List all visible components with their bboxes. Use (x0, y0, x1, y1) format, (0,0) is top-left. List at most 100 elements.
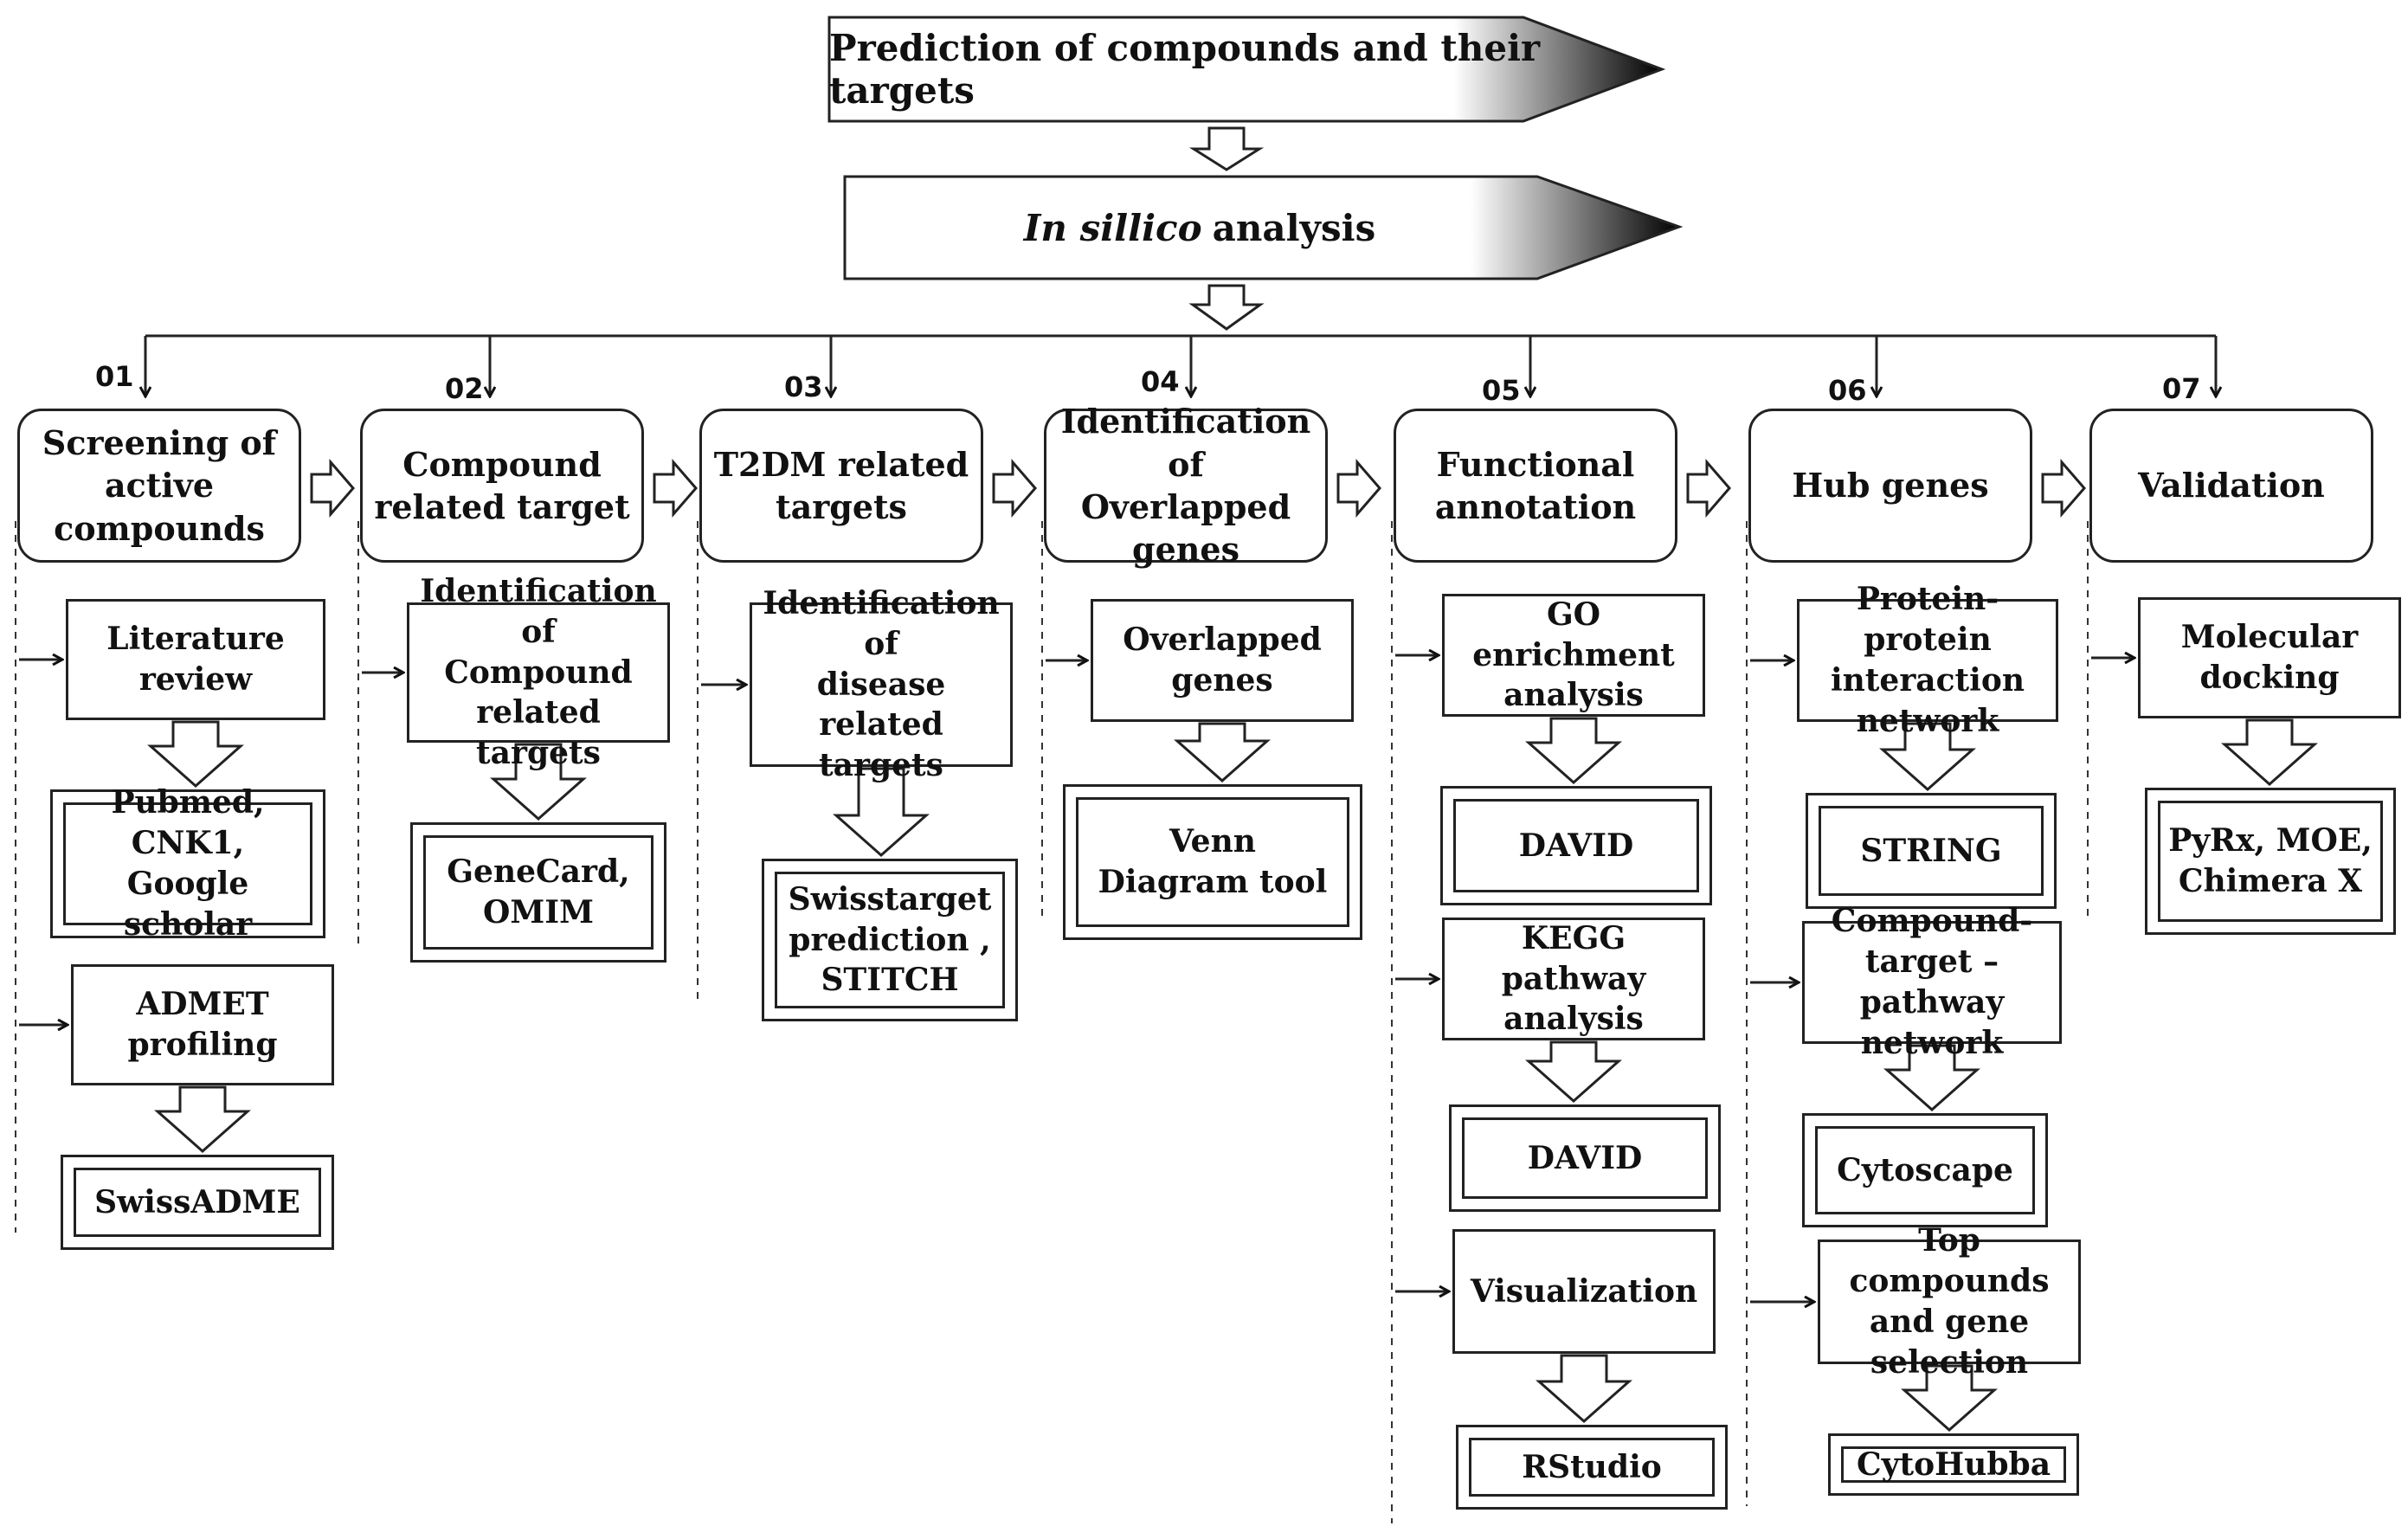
col-05-step-0-down-arrow (1525, 717, 1622, 785)
text-line: Chimera X (2178, 863, 2363, 899)
text-line: SwissADME (94, 1183, 300, 1220)
step-to-tool-arrows (147, 717, 2318, 1433)
col-02-step-0-tool-label: GeneCard,OMIM (447, 852, 629, 933)
text-line: profiling (127, 1027, 278, 1063)
text-line: target –pathway (1859, 943, 2005, 1021)
text-line: selection (1870, 1343, 2029, 1381)
banner-top-label: Prediction of compounds and their target… (829, 27, 1541, 112)
col-06-header: Hub genes (1748, 409, 2032, 563)
text-line: OMIM (483, 894, 594, 930)
col-01-step-1-down-arrow (154, 1085, 251, 1154)
text-line: PyRx, MOE, (2168, 822, 2373, 860)
text-line: Hub genes (1792, 466, 1989, 505)
col-06-step-0-down-arrow (1879, 722, 1976, 792)
col-05-step-2-label: Visualization (1471, 1272, 1697, 1312)
text-line: related targets (476, 694, 601, 772)
text-line: Top compounds (1849, 1222, 2050, 1300)
text-line: RStudio (1522, 1448, 1662, 1485)
banner-middle-shape (843, 175, 1684, 280)
col-05-number: 05 (1482, 374, 1521, 407)
text-line: analysis (1503, 677, 1644, 714)
col-02-number: 02 (445, 372, 484, 405)
col-01-step-0-down-arrow (147, 720, 244, 789)
text-line: Literature (106, 621, 285, 658)
text-line: Overlapped genes (1080, 487, 1291, 570)
text-line: GeneCard, (447, 853, 630, 891)
text-line: Identification of (763, 585, 1000, 662)
text-line: annotation (1434, 487, 1637, 526)
text-line: STITCH (821, 962, 959, 999)
text-line: Functional (1436, 444, 1635, 484)
col-02-step-0-down-arrow (490, 743, 587, 821)
col-02-step-0-tool: GeneCard,OMIM (410, 822, 666, 963)
col-05-step-1-tool: DAVID (1449, 1104, 1721, 1212)
col-05-next-arrow (1686, 458, 1731, 518)
text-line: T2DM related (713, 444, 969, 484)
col-02-step-0-tool-inner: GeneCard,OMIM (423, 835, 654, 950)
text-line: active (104, 466, 214, 505)
col-07-step-0-tool-inner: PyRx, MOE,Chimera X (2158, 801, 2383, 922)
col-06-step-1-tool-inner: Cytoscape (1815, 1126, 2035, 1214)
col-07-step-0-down-arrow (2221, 718, 2318, 787)
text-line: network (1856, 702, 1999, 739)
col-06-step-0-tool: STRING (1806, 793, 2057, 909)
col-06-step-0-tool-label: STRING (1860, 831, 2001, 872)
text-line: DAVID (1527, 1139, 1643, 1176)
text-line: Identification of (420, 573, 657, 650)
col-07-header-label: Validation (2138, 464, 2325, 506)
col-04-step-0-down-arrow (1174, 722, 1271, 783)
text-line: genes (1171, 662, 1273, 699)
col-07-number: 07 (2162, 372, 2201, 405)
banner-down-arrow-2 (1188, 284, 1265, 331)
col-03-step-0-down-arrow (833, 767, 930, 858)
text-line: related target (374, 487, 630, 526)
text-line: Diagram tool (1098, 864, 1328, 900)
text-line: DAVID (1518, 827, 1634, 864)
text-line: Compound- (1831, 903, 2033, 940)
col-07-step-0-tool-label: PyRx, MOE,Chimera X (2168, 821, 2373, 902)
text-line: Swisstarget (788, 880, 992, 918)
column-side-arrows (310, 458, 2086, 518)
text-line: Compound (402, 444, 602, 484)
col-02-next-arrow (653, 458, 698, 518)
col-07-step-0-label: Molecular docking (2181, 617, 2359, 699)
text-line: network (1860, 1024, 2004, 1061)
col-01-step-1-tool-inner: SwissADME (74, 1168, 321, 1237)
col-04-number: 04 (1141, 365, 1180, 398)
text-line: docking (2199, 660, 2340, 696)
col-05-step-2-box: Visualization (1452, 1229, 1716, 1354)
text-line: Overlapped (1123, 621, 1322, 659)
text-line: Protein-protein (1856, 581, 1999, 659)
text-line: Molecular (2180, 619, 2359, 656)
col-05-step-1-down-arrow (1525, 1040, 1622, 1104)
col-01-step-0-tool: Pubmed, CNK1,Google scholar (50, 784, 325, 943)
text-line: targets (819, 747, 943, 784)
col-06-step-1-tool: Cytoscape (1802, 1113, 2048, 1227)
col-04-next-arrow (1336, 458, 1381, 518)
text-line: Compound (444, 654, 633, 691)
